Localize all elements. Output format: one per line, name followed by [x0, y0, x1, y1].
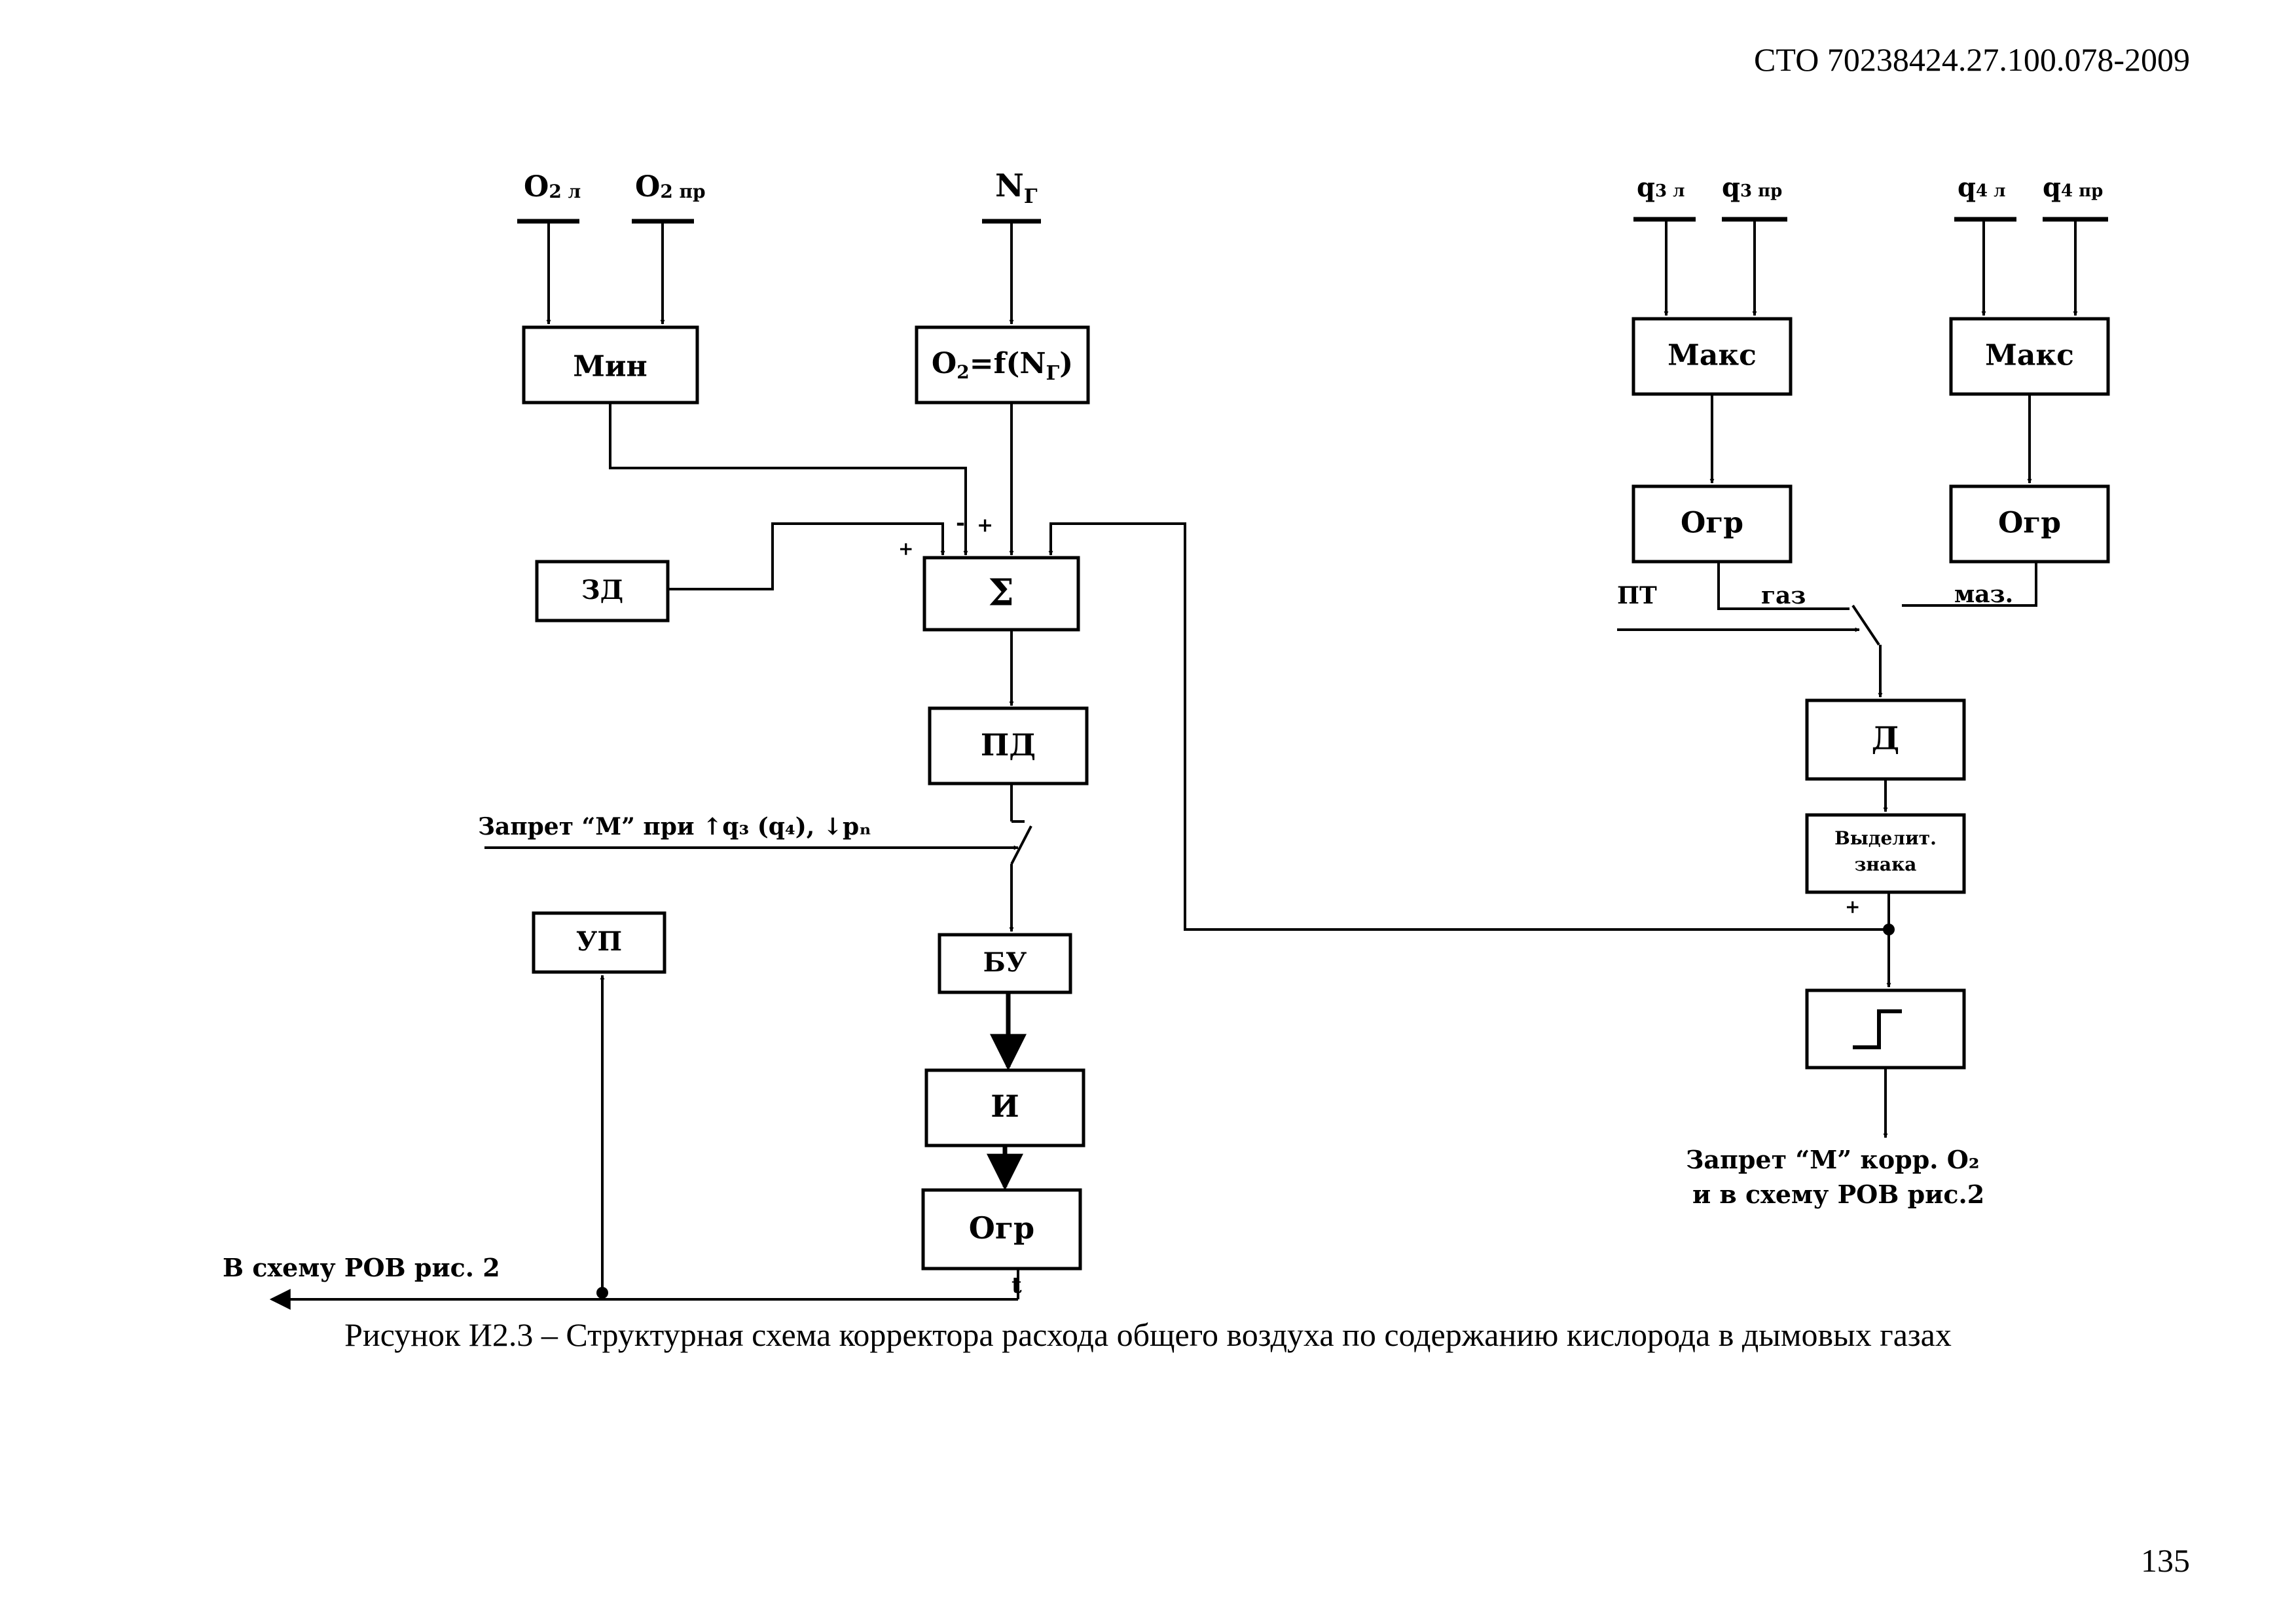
- t-label: t: [1011, 1272, 1022, 1299]
- input-o2-right: O2 пр: [635, 170, 706, 204]
- o2-function-label: O2=f(NГ): [932, 347, 1073, 385]
- pd-block: [928, 706, 1089, 785]
- fuel-switch-blade: [1851, 604, 1880, 646]
- output-label-line2: и в схему РОВ рис.2: [1692, 1180, 1984, 1209]
- zd-block: [535, 560, 670, 623]
- max-right-label: Макс: [1985, 339, 2074, 372]
- ogr-left-label: Огр: [1681, 507, 1743, 540]
- sign-plus: +: [1845, 896, 1860, 918]
- step-symbol: [1853, 1009, 1902, 1049]
- i-block: [924, 1068, 1085, 1147]
- zd-block-label: ЗД: [581, 575, 623, 605]
- d-block-label: Д: [1872, 721, 1900, 757]
- max-left-label: Макс: [1667, 339, 1757, 372]
- line-gas: [1717, 562, 1850, 610]
- input-o2-left: O2 л: [524, 170, 581, 204]
- line-feedback-to-sum: [1048, 522, 1889, 931]
- input-q4-left: q4 л: [1958, 172, 2005, 203]
- min-block-label: Мин: [573, 350, 647, 384]
- to-rov-label: В схему РОВ рис. 2: [223, 1253, 500, 1282]
- sum-plus-sign: +: [977, 514, 993, 537]
- min-block: [522, 325, 699, 405]
- line-maz: [1902, 562, 2037, 607]
- sum-block: [922, 556, 1080, 632]
- page-number: 135: [2141, 1542, 2190, 1579]
- sign-extractor-block: [1805, 813, 1966, 894]
- ogr-bottom-label: Огр: [969, 1210, 1034, 1246]
- up-block: [532, 911, 666, 974]
- figure-caption: Рисунок И2.3 – Структурная схема коррект…: [344, 1316, 1952, 1353]
- up-block-label: УП: [576, 926, 622, 957]
- input-q3-left: q3 л: [1637, 172, 1685, 203]
- sign-extractor-line2: знака: [1855, 854, 1917, 875]
- ogr-right-block: [1949, 484, 2110, 564]
- o2-function-block: [915, 325, 1090, 405]
- line-min-to-sum: [609, 403, 968, 556]
- gas-label: газ: [1761, 582, 1806, 609]
- output-label-line1: Запрет “М” корр. O₂: [1686, 1145, 1980, 1174]
- ogr-bottom-block: [921, 1188, 1082, 1271]
- ban-m-label: Запрет “М” при ↑q₃ (q₄), ↓pₙ: [478, 813, 871, 840]
- sum-plus-sign-zd: +: [898, 538, 913, 560]
- pd-block-label: ПД: [981, 727, 1036, 763]
- switch-blade: [1010, 825, 1032, 865]
- input-q4-right: q4 пр: [2043, 172, 2103, 203]
- junction-rov: [596, 1287, 608, 1299]
- pt-label: ПТ: [1617, 582, 1657, 609]
- bu-block-label: БУ: [983, 947, 1027, 978]
- step-block: [1805, 988, 1966, 1070]
- ogr-left-block: [1631, 484, 1793, 564]
- maz-label: маз.: [1954, 581, 2013, 608]
- sign-extractor-line1: Выделит.: [1834, 827, 1937, 849]
- ogr-right-label: Огр: [1998, 507, 2061, 540]
- max-right-block: [1949, 317, 2110, 396]
- document-code: СТО 70238424.27.100.078-2009: [1754, 41, 2190, 78]
- sum-minus-sign: -: [956, 510, 965, 536]
- line-zd-to-sum: [668, 522, 945, 590]
- input-ng: NГ: [995, 168, 1038, 208]
- i-block-label: И: [991, 1089, 1019, 1124]
- d-block: [1805, 698, 1966, 781]
- sum-block-label: Σ: [988, 571, 1014, 615]
- input-q3-right: q3 пр: [1722, 172, 1782, 203]
- bu-block: [938, 933, 1072, 994]
